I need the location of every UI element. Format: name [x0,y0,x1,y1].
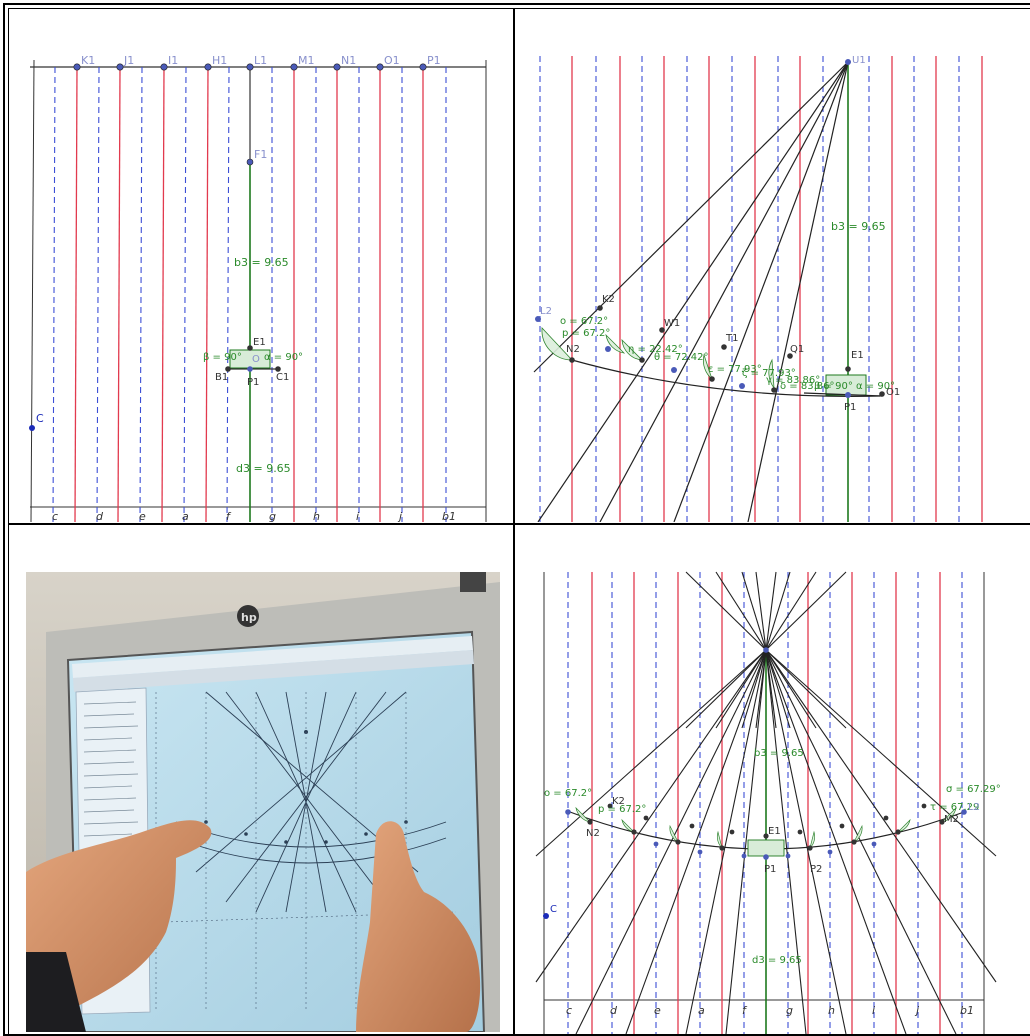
angle-tau: τ = 67.29 [930,802,979,813]
point-c-label: C [36,412,44,425]
geometry-canvas-tr[interactable]: U1 b3 = 9.65 E1 P1 Q1 T1 W1 K2 L2 N2 o =… [516,10,1030,522]
top-point-label: O1 [384,54,400,67]
o-label: O [252,354,260,365]
b3-label: b3 = 9.65 [831,220,886,233]
column-label: a [698,1004,705,1017]
k2-label: K2 [602,294,615,305]
column-label: c [52,510,58,522]
top-point-label: L1 [254,54,267,67]
geometry-canvas-tl[interactable]: K1 J1 I1 H1 L1 M1 N1 O1 P1 F1 b3 = 9.65 … [10,10,513,522]
angle-p: p = 67.2° [598,804,646,815]
top-point-label: K1 [81,54,95,67]
top-point-label: H1 [212,54,227,67]
frame-left-inner [8,8,9,1034]
p2-label: P2 [810,864,822,875]
o1-label: O1 [886,387,900,398]
frame-center-vertical [513,8,515,1034]
frame-top [3,3,1030,5]
frame-left [3,3,5,1036]
p1-label: P1 [247,377,259,388]
column-label: e [654,1004,661,1017]
q1-label: Q1 [790,344,804,355]
angle-theta: θ = 72.42° [654,352,708,363]
panel-top-left: K1 J1 I1 H1 L1 M1 N1 O1 P1 F1 b3 = 9.65 … [10,10,513,522]
angle-p: p = 67.2° [562,328,610,339]
column-label: d [610,1004,618,1017]
point-c[interactable] [543,913,549,919]
p1-label: P1 [844,402,856,413]
column-label: b1 [960,1004,974,1017]
d3-label: d3 = 9.65 [752,955,802,966]
top-point-label: I1 [168,54,178,67]
column-label: b1 [442,510,456,522]
angle-eps: ε = 77.93° [708,364,762,375]
column-label: j [914,1004,920,1017]
point-f1[interactable] [246,158,254,166]
hp-logo-icon [237,605,259,627]
column-label: c [566,1004,572,1017]
top-point-label: P1 [427,54,441,67]
top-point-label: M1 [298,54,315,67]
frame-top-inner [8,8,1030,9]
angle-eta: η = 22.42° [628,344,683,355]
w1-label: W1 [664,318,680,329]
geometry-canvas-br[interactable]: C b3 = 9.65 d3 = 9.65 o = 67.2° p = 67.2… [516,526,1030,1034]
column-label: g [786,1004,793,1017]
column-label: f [742,1004,748,1017]
angle-a: α = 90° [856,381,895,392]
angle-zeta: ζ = 77.93° [742,368,796,379]
beta-label: β = 90° [203,352,242,363]
panel-bottom-right: C b3 = 9.65 d3 = 9.65 o = 67.2° p = 67.2… [516,526,1030,1034]
b3-label: b3 = 9.65 [234,256,289,269]
b3-label: b3 = 9.65 [754,748,804,759]
column-label: h [313,510,320,522]
b1-label: B1 [215,372,228,383]
panel-top-right: U1 b3 = 9.65 E1 P1 Q1 T1 W1 K2 L2 N2 o =… [516,10,1030,522]
e1-label: E1 [253,337,266,348]
column-label: e [139,510,146,522]
l2-label: L2 [540,306,552,317]
angle-sigma: σ = 67.29° [946,784,1001,795]
column-label: a [182,510,189,522]
column-label: d [96,510,104,522]
m2-label: M2 [944,814,959,825]
k2-label: K2 [612,796,625,807]
point-c-label: C [550,904,557,915]
angle-o: o = 67.2° [544,788,592,799]
column-label: i [356,510,359,522]
angle-delta: δ = 83.86° [780,381,834,392]
column-label: g [269,510,276,522]
column-label: h [828,1004,835,1017]
panel-bottom-left: hp [10,526,513,1034]
monitor-brand: hp [241,611,257,624]
column-label: i [872,1004,875,1017]
angle-o: o = 67.2° [560,316,608,327]
frame-center-horizontal [8,523,1030,525]
top-point-label: U1 [852,55,866,66]
t1-label: T1 [725,333,738,344]
point-f1-label: F1 [254,148,267,161]
top-point-label: N1 [341,54,356,67]
n2-label: N2 [566,344,580,355]
angle-b: β = 90° [814,381,853,392]
n2-label: N2 [586,828,600,839]
column-label: j [397,510,403,522]
e1-label: E1 [851,350,864,361]
monitor-photo: hp [26,572,500,1032]
e1-label: E1 [768,826,781,837]
column-label: f [226,510,232,522]
l2-label: L2 [968,802,980,813]
point-c[interactable] [29,425,35,431]
monitor-photo-drawing: hp [26,572,500,1032]
p1-label: P1 [764,864,776,875]
c1-label: C1 [276,372,289,383]
angle-gamma: γ = 83.86° [766,375,820,386]
d3-label: d3 = 9.65 [236,462,291,475]
alpha-label: α = 90° [264,352,303,363]
top-point-label: J1 [123,54,134,67]
frame-bottom [3,1034,1030,1036]
